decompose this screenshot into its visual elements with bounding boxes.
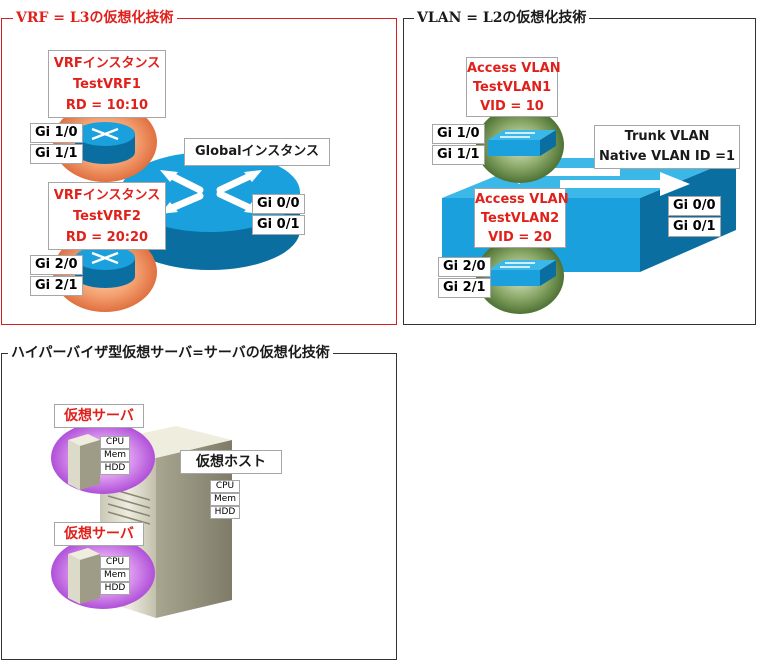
vm1-cpu: CPU xyxy=(100,436,130,449)
vrf-panel-border xyxy=(1,18,397,325)
vm2-cpu: CPU xyxy=(100,556,130,569)
access-vlan-2-label: Access VLAN TestVLAN2 VID = 20 xyxy=(474,188,569,248)
vrf2-line3: RD = 20:20 xyxy=(65,230,149,245)
vlan2-line1: Access VLAN xyxy=(475,192,569,207)
vm-1-label: 仮想サーバ xyxy=(54,404,144,428)
trunk-vlan-label: Trunk VLAN Native VLAN ID =1 xyxy=(594,125,740,169)
vrf1-line2: TestVRF1 xyxy=(73,77,141,92)
vm2-mem: Mem xyxy=(100,569,130,582)
host-mem: Mem xyxy=(210,493,240,506)
vm-2-label: 仮想サーバ xyxy=(54,522,144,546)
vlan-panel-title: VLAN = L2の仮想化技術 xyxy=(414,10,590,26)
vlan1-line2: TestVLAN1 xyxy=(472,80,552,95)
vlan1-line1: Access VLAN xyxy=(467,61,561,76)
host-label: 仮想ホスト xyxy=(180,450,282,474)
vrf2-line2: TestVRF2 xyxy=(73,209,141,224)
vlan1-port-a: Gi 1/0 xyxy=(432,124,485,144)
vrf2-line1: VRFインスタンス xyxy=(53,188,161,203)
trunk-port-b: Gi 0/1 xyxy=(668,217,721,237)
vrf-panel-title: VRF = L3の仮想化技術 xyxy=(13,10,177,26)
vm1-mem: Mem xyxy=(100,449,130,462)
vlan-switch-2-icon xyxy=(476,238,564,314)
host-hdd: HDD xyxy=(210,506,240,519)
trunk-line1: Trunk VLAN xyxy=(624,129,710,144)
vrf1-line1: VRFインスタンス xyxy=(53,56,161,71)
vrf2-port-a: Gi 2/0 xyxy=(30,255,83,275)
vm2-hdd: HDD xyxy=(100,582,130,595)
trunk-port-a: Gi 0/0 xyxy=(668,196,721,216)
vlan1-line3: VID = 10 xyxy=(480,99,544,114)
global-port-b: Gi 0/1 xyxy=(252,215,305,235)
vrf1-port-a: Gi 1/0 xyxy=(30,123,83,143)
vlan-switch-1-icon xyxy=(476,107,564,183)
vlan1-port-b: Gi 1/1 xyxy=(432,145,485,165)
vrf1-line3: RD = 10:10 xyxy=(65,98,149,113)
vlan2-port-a: Gi 2/0 xyxy=(438,257,491,277)
global-instance-label: Globalインスタンス xyxy=(184,138,330,166)
trunk-line2: Native VLAN ID =1 xyxy=(598,149,736,164)
global-port-a: Gi 0/0 xyxy=(252,194,305,214)
vrf-instance-1-label: VRFインスタンス TestVRF1 RD = 10:10 xyxy=(48,50,166,118)
host-cpu: CPU xyxy=(210,480,240,493)
hypervisor-panel-title: ハイパーバイザ型仮想サーバ=サーバの仮想化技術 xyxy=(8,345,333,361)
vrf-instance-2-label: VRFインスタンス TestVRF2 RD = 20:20 xyxy=(48,182,166,250)
vrf1-port-b: Gi 1/1 xyxy=(30,144,83,164)
vlan2-line3: VID = 20 xyxy=(488,230,552,245)
vm1-hdd: HDD xyxy=(100,462,130,475)
access-vlan-1-label: Access VLAN TestVLAN1 VID = 10 xyxy=(466,57,561,117)
vrf2-port-b: Gi 2/1 xyxy=(30,276,83,296)
vlan2-port-b: Gi 2/1 xyxy=(438,278,491,298)
vlan2-line2: TestVLAN2 xyxy=(480,211,560,226)
